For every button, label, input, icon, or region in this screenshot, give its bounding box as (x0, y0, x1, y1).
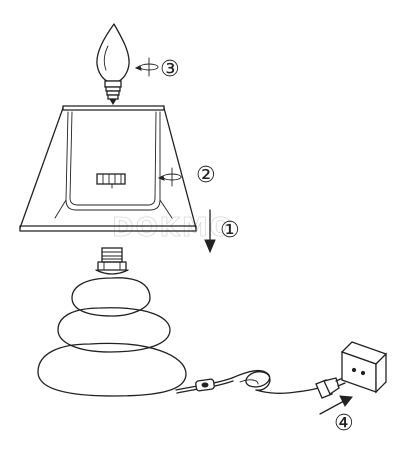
rotate-screw-icon (134, 57, 159, 77)
rotate-ring-icon (157, 167, 182, 187)
down-arrow-icon (204, 209, 216, 254)
step-3-label: ③ (160, 57, 180, 82)
power-plug-icon (315, 377, 346, 399)
lamp-base (37, 247, 187, 397)
candle-bulb-icon (96, 23, 130, 105)
wall-socket-icon (340, 341, 388, 394)
watermark-text: DOKMO (112, 213, 234, 243)
step-4-label: ④ (334, 411, 354, 436)
lamp-shade (19, 105, 197, 232)
power-cord (175, 369, 319, 394)
step-1-label: ① (220, 218, 240, 243)
plug-in-arrow-icon (319, 395, 353, 415)
step-2-label: ② (196, 163, 216, 188)
